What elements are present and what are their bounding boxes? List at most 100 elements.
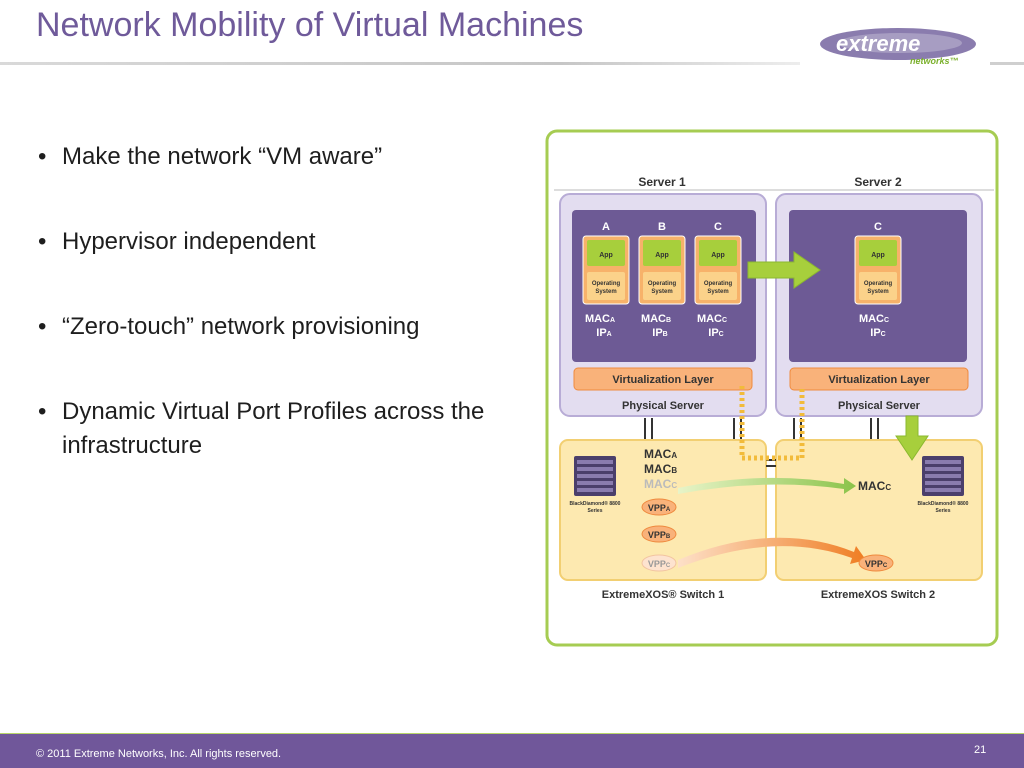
blackdiamond-2-slot [925,460,961,464]
vm-b-os-text-2: System [651,289,672,295]
vm-a-ip: IPA [596,327,611,339]
vm-c-label: C [714,221,722,233]
server-2-virtualization-layer [789,367,969,391]
vpp-b-text: VPPB [648,530,671,540]
vm-c-migrated-os-text-1: Operating [864,281,893,287]
mac-move-arrow [895,415,929,461]
footer-copyright: © 2011 Extreme Networks, Inc. All rights… [36,748,282,760]
switch-2-mac-c: MACC [858,479,891,493]
bullet-item: • Make the network “VM aware” [36,140,516,174]
vm-c-os-text-1: Operating [704,281,733,287]
vm-c-app-text: App [711,252,725,259]
bullet-item: •Dynamic Virtual Port Profiles across th… [36,395,516,463]
vm-c-migrated-stack: App Operating System [854,235,902,305]
vpp-migration-arrow [678,537,866,568]
vm-a-os-text-2: System [595,289,616,295]
vm-c-mac: MACC [697,313,727,325]
vm-c-migrated-os [859,272,897,300]
vpp-c-text: VPPC [648,559,671,569]
blackdiamond-1-label: BlackDiamond® 8800 [570,500,621,507]
vm-mobility-diagram: Server 1 Server 2 A B C App Operating Sy… [545,129,999,647]
blackdiamond-1-slot [577,488,613,492]
server-2-physical-text: Physical Server [838,400,921,412]
vm-a-stack: App Operating System [582,235,630,305]
vm-a-app-text: App [599,252,613,259]
vpp-c-badge [641,554,677,572]
blackdiamond-2-slot [925,481,961,485]
title-underline-right [990,62,1024,65]
bullet-text: Dynamic Virtual Port Profiles across the… [62,398,485,459]
mac-migration-arrow [678,477,856,494]
vm-c-migrated-ip: IPC [870,327,885,339]
vpp-c-migrated-text: VPPC [865,559,888,569]
bullet-dot: • [38,313,47,340]
blackdiamond-2-slot [925,474,961,478]
blackdiamond-2-slot [925,467,961,471]
vm-migration-arrow [747,251,821,289]
vpp-c-migrated-badge [858,554,894,572]
switch-2-label: ExtremeXOS Switch 2 [821,589,935,601]
traffic-path [739,386,805,461]
blackdiamond-1-series: Series [587,508,602,514]
logo-sub: networks™ [910,56,959,66]
vm-a-os-text-1: Operating [592,281,621,287]
server-1-label: Server 1 [638,175,686,189]
title-underline [0,62,800,65]
vm-c-os-text-2: System [707,289,728,295]
bullet-list: • Make the network “VM aware” • Hypervisor… [36,140,516,514]
vpp-a-badge [641,498,677,516]
blackdiamond-2-label: BlackDiamond® 8800 [918,500,969,507]
slide-title: Network Mobility of Virtual Machines [36,6,584,44]
vm-b-ip: IPB [652,327,667,339]
vm-c-migrated-app-text: App [871,252,885,259]
server-2-virtualization-text: Virtualization Layer [828,374,930,386]
logo-word: extreme [836,31,920,56]
vpp-a-text: VPPA [648,503,671,513]
vm-b-mac: MACB [641,313,671,325]
logo-swoosh-inner [838,33,962,53]
switch-1-mac-a: MACA [644,447,677,461]
bullet-dot: • [38,143,47,170]
logo-swoosh [820,28,976,60]
vm-c-os [699,272,737,300]
vm-a-mac: MACA [585,313,615,325]
blackdiamond-1-slot [577,481,613,485]
server-1-virtualization-text: Virtualization Layer [612,374,714,386]
vm-c-migrated-app [859,240,897,266]
vm-a-app [587,240,625,266]
vm-b-app [643,240,681,266]
vm-a-label: A [602,221,610,233]
blackdiamond-2-slot [925,488,961,492]
vpp-b-badge [641,525,677,543]
bullet-item: • “Zero-touch” network provisioning [36,310,516,344]
footer-bar [0,734,1024,768]
vm-c-ip: IPC [708,327,723,339]
bullet-dot: • [38,228,47,255]
blackdiamond-1-slot [577,460,613,464]
bullet-text: “Zero-touch” network provisioning [62,313,420,340]
vm-b-app-text: App [655,252,669,259]
server-1-physical-text: Physical Server [622,400,705,412]
blackdiamond-switch-2-icon [922,456,964,496]
vm-c-migrated-mac: MACC [859,313,889,325]
server-1-virtualization-layer [573,367,753,391]
switch-1-mac-b: MACB [644,462,677,476]
vm-b-stack: App Operating System [638,235,686,305]
switch-1-label: ExtremeXOS® Switch 1 [602,589,724,601]
blackdiamond-2-series: Series [935,508,950,514]
switch-1-mac-c: MACC [644,477,677,491]
extreme-networks-logo: extreme networks™ [820,28,976,66]
vm-b-label: B [658,221,666,233]
vm-c-app [699,240,737,266]
blackdiamond-1-slot [577,474,613,478]
vm-c-stack: App Operating System [694,235,742,305]
bullet-text: Hypervisor independent [62,228,316,255]
blackdiamond-1-slot [577,467,613,471]
bullet-item: • Hypervisor independent [36,225,516,259]
page-number: 21 [974,744,987,756]
vm-c-migrated-label: C [874,221,882,233]
vm-b-os-text-1: Operating [648,281,677,287]
vm-b-os [643,272,681,300]
blackdiamond-switch-1-icon [574,456,616,496]
bullet-text: Make the network “VM aware” [62,143,383,170]
